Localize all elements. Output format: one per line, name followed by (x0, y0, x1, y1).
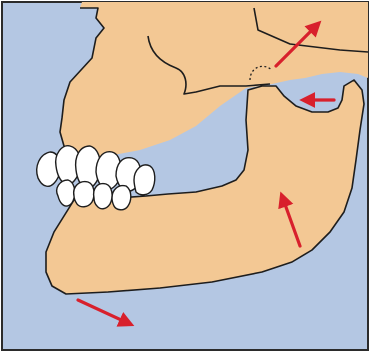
tooth-upper-6 (134, 165, 155, 195)
tooth-lower-3 (94, 184, 112, 209)
tooth-lower-2 (74, 182, 94, 207)
tooth-lower-4 (112, 186, 131, 210)
